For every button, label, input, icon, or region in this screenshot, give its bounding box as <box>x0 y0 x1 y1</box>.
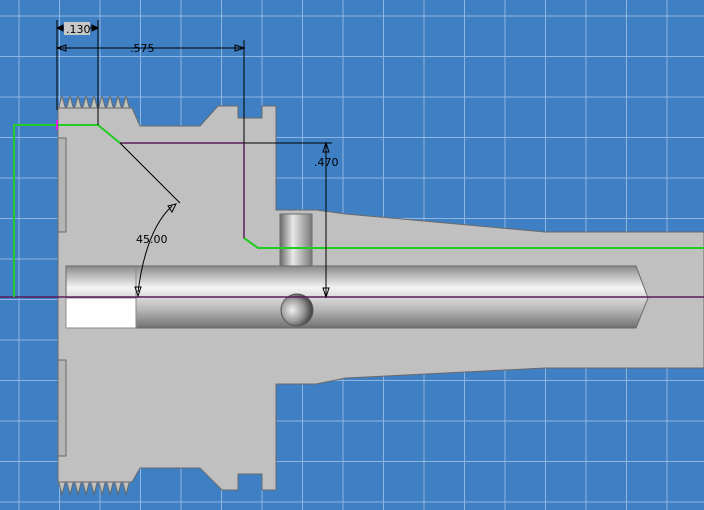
cross-hole-opening <box>280 293 314 327</box>
flange-slot-bottom <box>57 359 67 457</box>
dim-label-bg-130 <box>64 22 90 35</box>
cross-hole-bore <box>279 213 313 275</box>
dim-label-470[interactable]: .470 <box>314 156 339 169</box>
bore-counterbore <box>65 297 137 329</box>
dim-label-130[interactable]: .130 <box>66 23 91 36</box>
flange-slot-top <box>57 137 67 233</box>
dim-label-575[interactable]: .575 <box>130 42 155 55</box>
dimensions <box>55 20 332 299</box>
dim-label-45[interactable]: 45.00 <box>136 233 168 246</box>
